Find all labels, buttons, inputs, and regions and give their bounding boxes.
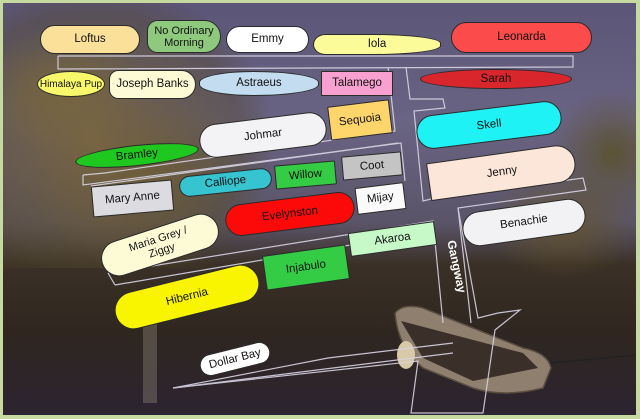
berth-emmy[interactable]: Emmy [226,26,309,53]
berth-label: Bramley [115,146,159,164]
berth-label: Loftus [74,33,106,45]
berth-label: Injabulo [285,258,327,276]
berth-label: No Ordinary Morning [154,24,214,49]
berth-no-ordinary-morning[interactable]: No Ordinary Morning [147,20,221,53]
berth-label: Astraeus [236,77,282,89]
berth-label: Willow [288,167,323,182]
berth-label: Jenny [485,163,518,180]
berth-label: Hibernia [164,285,210,308]
berth-label: Talamego [332,77,382,89]
berth-label: Joseph Banks [116,78,189,90]
berth-label: Iola [367,38,387,50]
berth-plan-map: Loftus No Ordinary Morning Emmy Iola Leo… [3,3,636,415]
water-reflection [143,303,157,403]
berth-iola[interactable]: Iola [313,34,441,55]
berth-label: Sequoia [338,110,382,129]
berth-label: Johmar [243,126,283,143]
berth-leonarda[interactable]: Leonarda [451,22,592,53]
berth-talamego[interactable]: Talamego [321,71,393,96]
berth-label: Leonarda [497,31,546,43]
berth-sarah[interactable]: Sarah [420,69,572,89]
berth-label: Himalaya Pup [39,78,103,90]
berth-label: Akaroa [373,230,412,247]
berth-label: Emmy [251,33,284,45]
rowing-boat-image [394,305,636,394]
berth-label: Sarah [480,72,512,85]
berth-label: Coot [359,158,385,173]
berth-loftus[interactable]: Loftus [40,25,140,54]
berth-label: Mijay [366,190,395,206]
berth-label: Evelynston [261,204,319,223]
berth-astraeus[interactable]: Astraeus [199,71,319,96]
berth-label: Benachie [499,212,549,232]
berth-label: Mary Anne [104,189,161,207]
berth-joseph-banks[interactable]: Joseph Banks [109,70,196,99]
berth-label: Calliope [204,173,247,191]
berth-himalaya-pup[interactable]: Himalaya Pup [37,71,105,97]
berth-label: Skell [475,117,503,132]
